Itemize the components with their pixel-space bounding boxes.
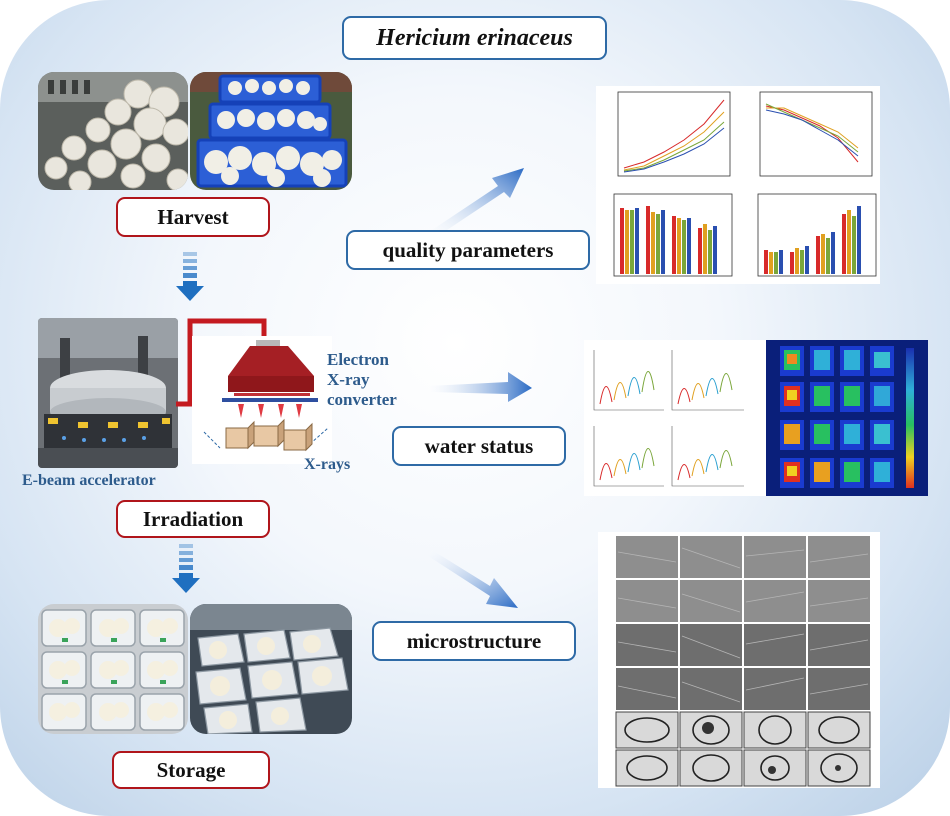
arrow-to-micro <box>428 550 518 608</box>
storage-label: Storage <box>112 751 270 789</box>
irradiation-text: Irradiation <box>142 506 244 531</box>
converter-caption: Electron X-ray converter <box>327 350 397 410</box>
water-text: water status <box>424 433 534 458</box>
down-arrow-irradiation <box>172 544 200 593</box>
water-label: water status <box>392 426 566 466</box>
converter-diagram <box>192 336 332 464</box>
quality-label: quality parameters <box>346 230 590 270</box>
micro-figure <box>598 532 880 788</box>
storage-photo-right <box>190 604 352 734</box>
micro-label: microstructure <box>372 621 576 661</box>
quality-text: quality parameters <box>382 237 554 262</box>
water-figure <box>584 340 928 496</box>
arrow-to-quality <box>432 168 524 236</box>
harvest-label: Harvest <box>116 197 270 237</box>
harvest-photo-right <box>190 72 352 190</box>
storage-text: Storage <box>156 757 226 782</box>
title-box: Hericium erinaceus <box>342 16 607 60</box>
micro-text: microstructure <box>406 628 542 653</box>
irradiation-label: Irradiation <box>116 500 270 538</box>
arrow-to-water <box>428 372 532 402</box>
accelerator-photo <box>38 318 178 468</box>
harvest-text: Harvest <box>157 204 229 229</box>
accelerator-caption: E-beam accelerator <box>22 472 156 489</box>
down-arrow-harvest <box>176 252 204 301</box>
storage-photo-left <box>38 604 188 734</box>
converter-text: converter <box>327 390 397 409</box>
quality-figure <box>596 86 880 284</box>
title-text: Hericium erinaceus <box>376 24 573 51</box>
electron-text: Electron <box>327 350 390 369</box>
xrays-caption: X-rays <box>304 456 351 473</box>
xray-text: X-ray <box>327 370 370 389</box>
harvest-photo-left <box>38 72 188 190</box>
